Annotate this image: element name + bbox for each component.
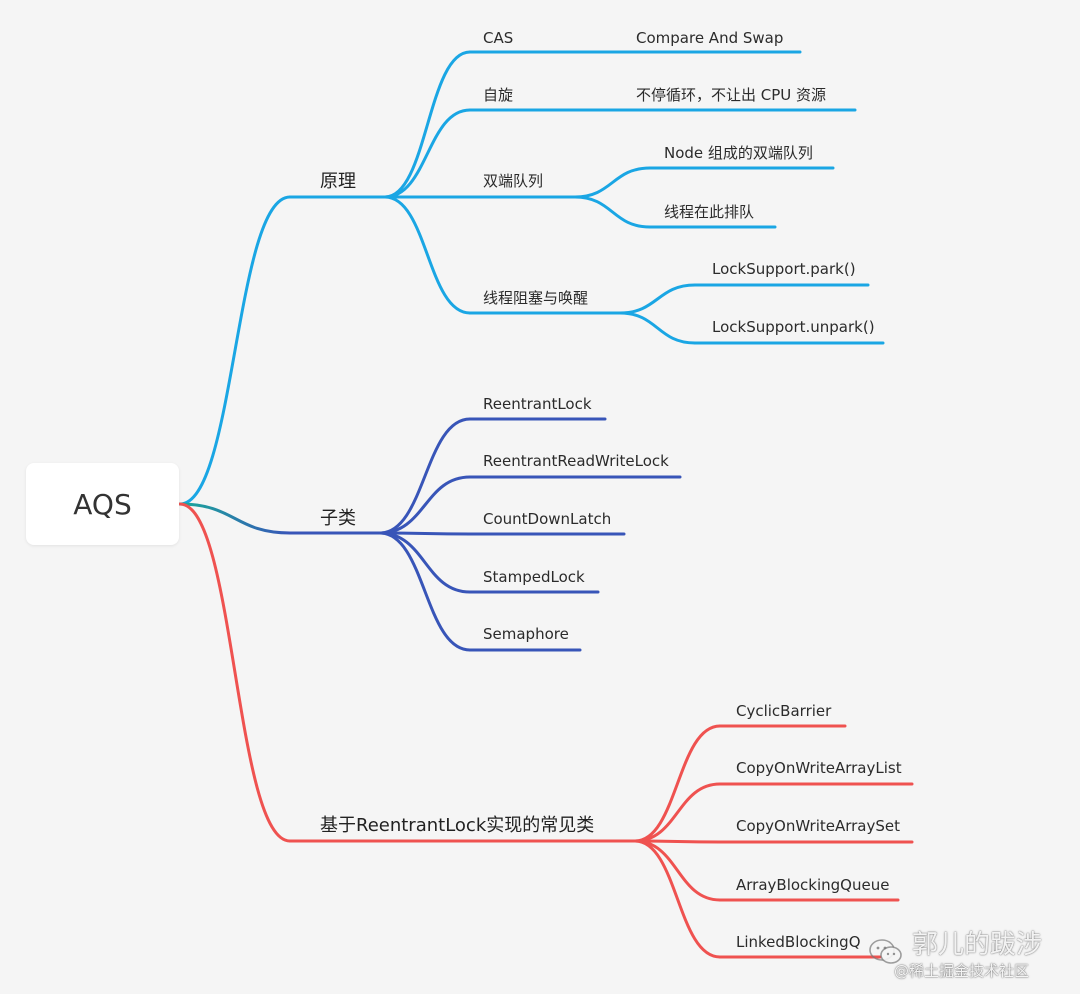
edge-root-principle: [178, 195, 292, 506]
edge-block-child-1: [618, 311, 697, 345]
node-cas[interactable]: CAS: [483, 29, 514, 47]
edge-root-reentrant-based: [178, 502, 292, 843]
edge-principle-child-0: [383, 50, 472, 199]
edge-block-child-0: [618, 283, 697, 315]
node-stampedlock[interactable]: StampedLock: [483, 568, 585, 586]
node-linkedblockingq[interactable]: LinkedBlockingQ: [736, 933, 861, 951]
branch-label-reentrantlock-based[interactable]: 基于ReentrantLock实现的常见类: [320, 815, 595, 836]
edge-subclasses-child-3: [378, 531, 472, 594]
watermark-title: 郭儿的跋涉: [912, 930, 1043, 960]
watermark-subtitle: @稀土掘金技术社区: [894, 962, 1030, 980]
branch-label-principle[interactable]: 原理: [320, 171, 356, 192]
node-park[interactable]: LockSupport.park(): [712, 260, 856, 278]
wechat-icon: [869, 939, 902, 964]
node-deque[interactable]: 双端队列: [483, 172, 544, 190]
node-spin-desc[interactable]: 不停循环，不让出 CPU 资源: [636, 86, 827, 104]
node-compare-and-swap[interactable]: Compare And Swap: [636, 29, 784, 47]
edge-principle-child-3: [383, 195, 472, 315]
edge-root-subclasses: [178, 502, 292, 535]
edge-principle-child-1: [383, 108, 472, 199]
edge-reentrant-child-3: [633, 839, 722, 902]
edge-subclasses-child-4: [378, 531, 472, 652]
edge-deque-child-0: [573, 166, 652, 199]
edge-reentrant-child-0: [633, 724, 722, 843]
root-label: AQS: [73, 487, 132, 521]
edge-reentrant-child-4: [633, 839, 722, 959]
node-spin[interactable]: 自旋: [483, 86, 514, 104]
node-copyonwritearrayset[interactable]: CopyOnWriteArraySet: [736, 817, 900, 835]
edge-subclasses-child-0: [378, 417, 472, 535]
connector-lines: [178, 50, 914, 959]
edge-reentrant-child-2: [633, 839, 722, 844]
node-deque-queue[interactable]: 线程在此排队: [664, 203, 755, 221]
root-node[interactable]: AQS: [26, 463, 179, 545]
edge-subclasses-child-2: [378, 531, 472, 536]
node-deque-node[interactable]: Node 组成的双端队列: [664, 144, 813, 162]
node-reentrantreadwritelock[interactable]: ReentrantReadWriteLock: [483, 452, 669, 470]
edge-subclasses-child-1: [378, 475, 472, 535]
node-copyonwritearraylist[interactable]: CopyOnWriteArrayList: [736, 759, 902, 777]
node-semaphore[interactable]: Semaphore: [483, 625, 569, 643]
node-reentrantlock[interactable]: ReentrantLock: [483, 395, 592, 413]
node-arrayblockingqueue[interactable]: ArrayBlockingQueue: [736, 876, 890, 894]
edge-reentrant-child-1: [633, 782, 722, 843]
node-block-wake[interactable]: 线程阻塞与唤醒: [483, 289, 589, 307]
edge-deque-child-1: [573, 195, 652, 229]
watermark: 郭儿的跋涉 @稀土掘金技术社区: [868, 930, 1068, 990]
branch-label-subclasses[interactable]: 子类: [320, 508, 356, 529]
node-cyclicbarrier[interactable]: CyclicBarrier: [736, 702, 832, 720]
node-countdownlatch[interactable]: CountDownLatch: [483, 510, 612, 528]
node-unpark[interactable]: LockSupport.unpark(): [712, 318, 875, 336]
